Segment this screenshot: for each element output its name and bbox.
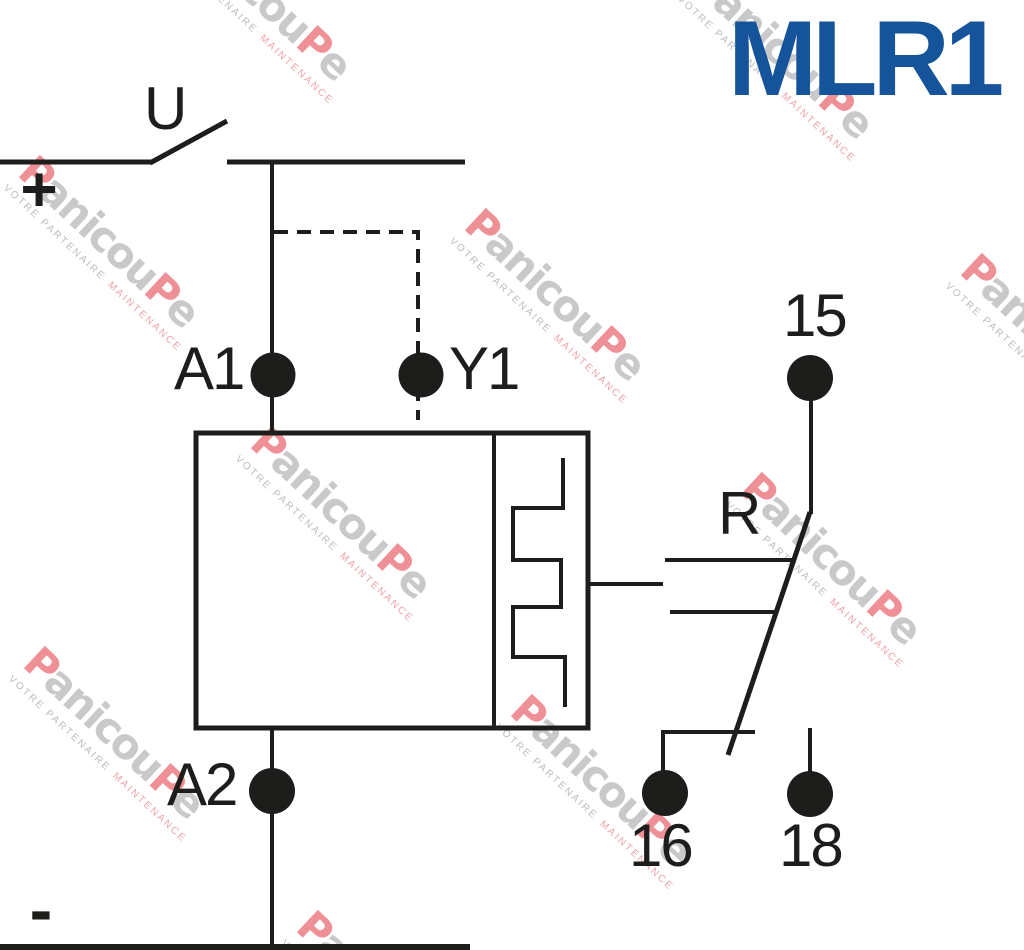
terminal-dot-16: [642, 770, 688, 816]
minus-polarity-sign: -: [29, 872, 53, 948]
terminal-dot-15: [787, 355, 833, 401]
terminal-dot-a2: [249, 768, 295, 814]
terminal-label-18: 18: [779, 812, 844, 879]
switch-label-u: U: [144, 75, 187, 142]
plus-polarity-sign: +: [20, 153, 58, 225]
y1-dashed-branch: [274, 230, 420, 420]
terminal-dot-y1: [398, 352, 444, 398]
product-title: MLR1: [728, 0, 1004, 118]
contact-lever: [725, 511, 813, 756]
terminal-dot-18: [787, 771, 833, 817]
switch-blade: [148, 118, 229, 166]
terminal-label-16: 16: [629, 812, 694, 879]
terminal-16-branch: [661, 730, 755, 772]
terminal-label-y1: Y1: [449, 335, 520, 402]
terminal-label-a2: A2: [167, 751, 238, 818]
timer-meander-symbol: [511, 458, 567, 707]
relay-box: [193, 430, 591, 731]
terminal-label-a1: A1: [174, 335, 245, 402]
relay-contact-label-r: R: [718, 480, 761, 547]
terminal-dot-a1: [250, 352, 296, 398]
terminal-label-15: 15: [783, 282, 848, 349]
